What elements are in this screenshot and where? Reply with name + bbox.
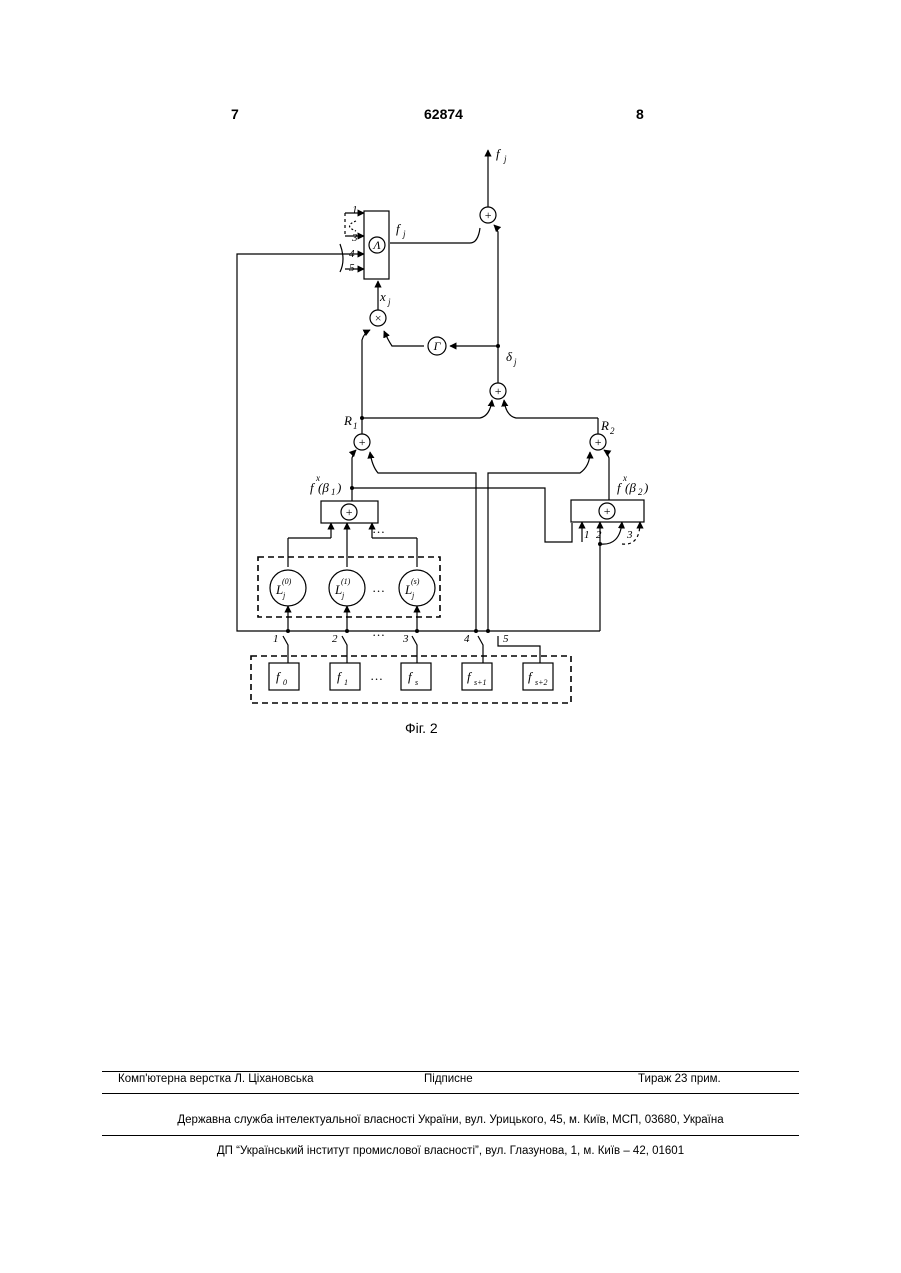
svg-text:1: 1 [273,633,279,645]
footer-print-run: Тираж 23 прим. [638,1073,721,1085]
svg-text:3: 3 [351,232,358,244]
footer-rule-1 [102,1071,799,1072]
svg-text:R: R [343,413,352,428]
svg-text:j: j [503,154,507,164]
footer-agency: Державна служба інтелектуальної власност… [0,1114,901,1126]
footer-institute: ДП “Український інститут промислової вла… [0,1145,901,1157]
svg-text:f: f [496,146,502,161]
svg-text:s: s [415,678,418,687]
svg-text:(s): (s) [411,577,420,586]
svg-text:j: j [513,357,517,367]
svg-text:Γ: Γ [433,339,442,353]
footer-rule-2 [102,1093,799,1094]
svg-text:4: 4 [464,633,470,645]
svg-text:…: … [373,521,385,536]
svg-text:3: 3 [626,529,633,541]
page-number-right: 8 [636,106,644,122]
svg-text:5: 5 [349,262,355,274]
svg-text:×: × [374,311,382,325]
svg-text:1: 1 [331,487,336,497]
svg-text:): ) [336,480,341,495]
svg-text:R: R [600,418,609,433]
svg-text:3: 3 [402,633,409,645]
svg-text:1: 1 [352,204,358,216]
svg-text:(β: (β [625,480,636,495]
svg-text:2: 2 [596,529,602,541]
svg-text:+: + [594,435,602,449]
svg-text:1: 1 [344,678,348,687]
block-diagram: + × Γ + + + + + Λ f j f j x j δ j R 1 R … [220,135,660,715]
svg-text:1: 1 [353,421,358,431]
svg-text:s+1: s+1 [474,678,487,687]
svg-text:δ: δ [506,349,513,364]
svg-text:): ) [643,480,648,495]
svg-text:j: j [387,297,391,307]
svg-text:2: 2 [332,633,338,645]
svg-text:…: … [371,668,383,683]
svg-text:4: 4 [349,248,355,260]
svg-text:(0): (0) [282,577,292,586]
patent-number: 62874 [424,106,463,122]
svg-text:1: 1 [584,529,590,541]
svg-text:x: x [379,289,386,304]
svg-text:f: f [396,221,402,236]
svg-text:0: 0 [283,678,287,687]
svg-text:s+2: s+2 [535,678,548,687]
page-number-left: 7 [231,106,239,122]
svg-text:(1): (1) [341,577,351,586]
svg-text:(β: (β [318,480,329,495]
svg-text:j: j [402,229,406,239]
footer-signed: Підписне [424,1073,473,1085]
svg-text:…: … [373,580,385,595]
svg-text:5: 5 [503,633,509,645]
svg-text:+: + [345,505,353,519]
svg-text:…: … [373,624,385,639]
svg-text:2: 2 [638,487,643,497]
svg-text:+: + [358,435,366,449]
svg-text:Λ: Λ [372,238,381,252]
svg-text:2: 2 [610,426,615,436]
svg-text:+: + [494,384,502,398]
svg-text:+: + [603,504,611,518]
figure-caption: Фіг. 2 [405,720,438,736]
footer-rule-3 [102,1135,799,1136]
footer-composer: Комп'ютерна верстка Л. Ціхановська [118,1073,314,1085]
svg-text:+: + [484,208,492,222]
